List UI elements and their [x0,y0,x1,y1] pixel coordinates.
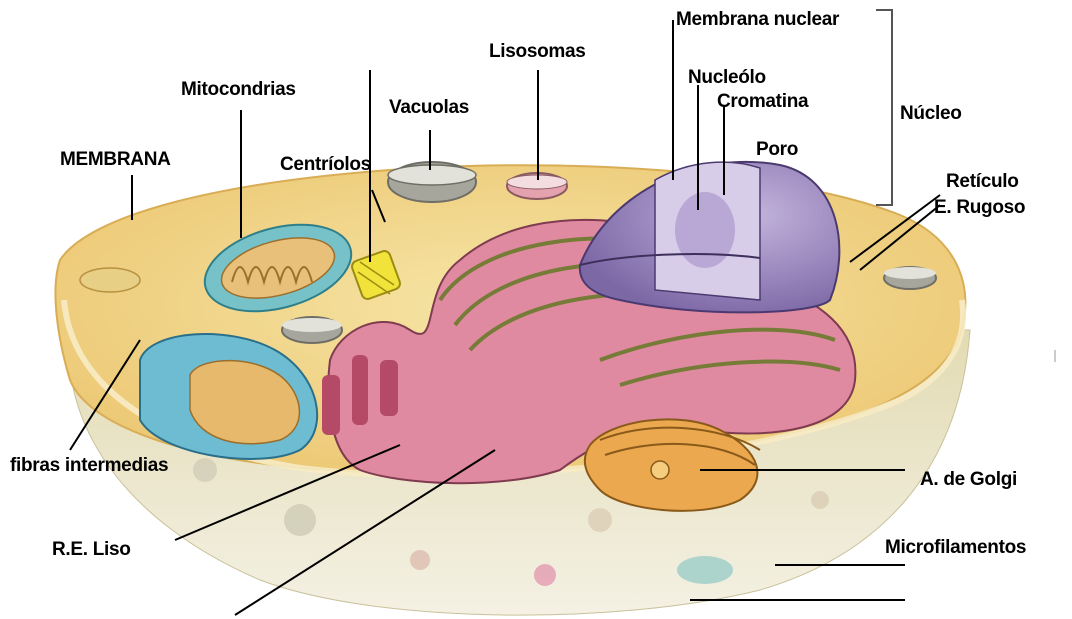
label-reticulo-2: E. Rugoso [934,198,1025,217]
label-lisosomas: Lisosomas [489,42,586,61]
label-re-liso: R.E. Liso [52,540,131,559]
nucleus-bracket [876,10,892,205]
label-poro: Poro [756,140,798,159]
label-fibras-intermedias: fibras intermedias [10,456,168,475]
nucleolus [675,192,735,268]
label-nucleolo: Nucleólo [688,68,766,87]
label-reticulo-1: Retículo [946,172,1019,191]
label-cromatina: Cromatina [717,92,808,111]
label-nucleo: Núcleo [900,104,962,123]
label-membrana-nuclear: Membrana nuclear [676,10,839,29]
label-microfilamentos: Microfilamentos [885,538,1026,557]
label-mitocondrias: Mitocondrias [181,80,296,99]
label-golgi: A. de Golgi [920,470,1017,489]
label-centriolos: Centríolos [280,155,371,174]
label-vacuolas: Vacuolas [389,98,469,117]
label-membrana: MEMBRANA [60,150,171,169]
